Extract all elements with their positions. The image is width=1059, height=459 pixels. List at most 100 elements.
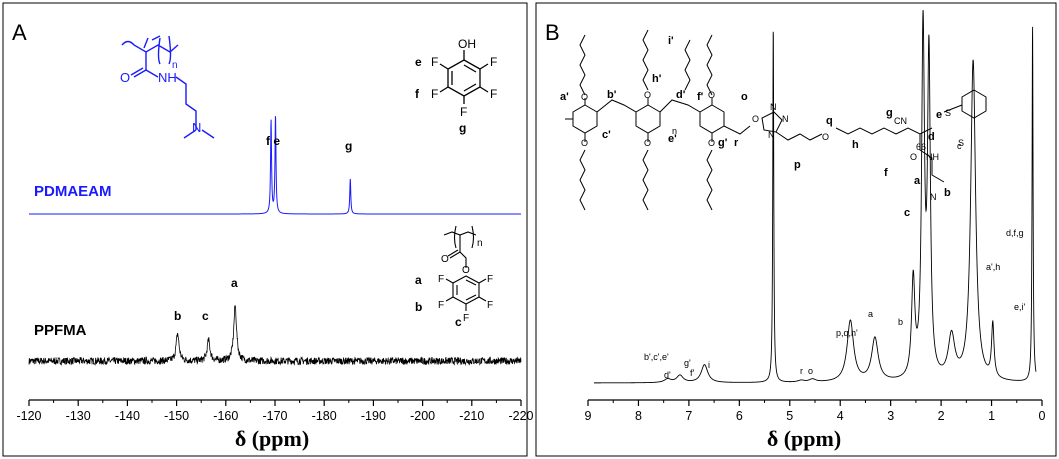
peak-label: r bbox=[800, 366, 803, 376]
x-tick-label: -150 bbox=[164, 409, 189, 423]
structure-label: f bbox=[884, 167, 888, 179]
atom: O bbox=[462, 265, 470, 276]
peak-label-fe: f e bbox=[266, 134, 280, 148]
peak-label-c: c bbox=[202, 309, 209, 323]
x-tick-label: 1 bbox=[988, 409, 995, 423]
atom: F bbox=[431, 87, 438, 101]
atom: OH bbox=[458, 37, 476, 51]
x-tick-label: -200 bbox=[410, 409, 435, 423]
x-tick-label: -220 bbox=[508, 409, 533, 423]
atom: 66 bbox=[916, 142, 926, 152]
x-tick-label: 2 bbox=[938, 409, 945, 423]
structure-label: c' bbox=[602, 129, 611, 141]
x-tick-label: 8 bbox=[635, 409, 642, 423]
pdmaeam-spectrum bbox=[29, 116, 521, 215]
peak-label: d' bbox=[664, 370, 671, 380]
atom: O bbox=[581, 92, 588, 102]
atom: F bbox=[431, 55, 438, 69]
atom: n bbox=[672, 126, 677, 136]
structure-label: d' bbox=[676, 89, 686, 101]
x-tick-label: -190 bbox=[361, 409, 386, 423]
peak-label: b',c',e' bbox=[644, 352, 669, 362]
x-tick-label: 4 bbox=[837, 409, 844, 423]
atom: O bbox=[644, 90, 651, 100]
x-tick-label: -140 bbox=[115, 409, 140, 423]
peak-label: a',h bbox=[986, 262, 1000, 272]
atom: O bbox=[644, 138, 651, 148]
copolymer-spectrum bbox=[594, 10, 1037, 384]
x-tick-label: 0 bbox=[1039, 409, 1046, 423]
x-tick-label: 9 bbox=[585, 409, 592, 423]
x-tick-label: -210 bbox=[459, 409, 484, 423]
pdmaeam-series-label: PDMAEAM bbox=[34, 183, 112, 200]
atom: N bbox=[782, 114, 789, 124]
atom: N bbox=[768, 130, 775, 140]
pdmaeam-structure bbox=[121, 35, 215, 139]
peak-label: d,f,g bbox=[1006, 228, 1024, 238]
atom: n bbox=[172, 60, 178, 71]
structure-label: f bbox=[415, 87, 420, 101]
atom: F bbox=[463, 313, 469, 324]
structure-label: h' bbox=[652, 73, 662, 85]
atom: NH bbox=[926, 152, 939, 162]
atom: F bbox=[460, 105, 467, 119]
atom: N bbox=[192, 120, 201, 135]
panel-b-x-title: δ (ppm) bbox=[767, 426, 841, 451]
structure-label: b' bbox=[607, 89, 617, 101]
structure-label: q bbox=[826, 115, 833, 127]
atom: F bbox=[438, 274, 444, 285]
panel-a-x-title: δ (ppm) bbox=[235, 426, 309, 451]
peak-label: i bbox=[708, 360, 710, 370]
peak-label: a bbox=[868, 309, 873, 319]
atom: S bbox=[958, 138, 964, 148]
panel-a-x-axis: -120-130-140-150-160-170-180-190-200-210… bbox=[16, 399, 534, 423]
atom: F bbox=[438, 300, 444, 311]
copolymer-labels: a' b' c' d' e' f' g' h' i' o p q r g h f… bbox=[560, 35, 951, 219]
atom: N bbox=[930, 192, 937, 202]
structure-label: a bbox=[415, 273, 422, 287]
peak-label: f' bbox=[690, 368, 695, 378]
structure-label: p bbox=[794, 159, 801, 171]
peak-label: e,i' bbox=[1014, 302, 1026, 312]
structure-label: o bbox=[741, 91, 748, 103]
atom: F bbox=[490, 87, 497, 101]
atom: O bbox=[581, 138, 588, 148]
x-tick-label: 3 bbox=[887, 409, 894, 423]
x-tick-label: -170 bbox=[262, 409, 287, 423]
structure-label: b bbox=[415, 300, 422, 314]
panel-b-peak-labels: b',c',e' d' g' f' i r o p,q,h' a b c a',… bbox=[644, 141, 1026, 380]
panel-b-letter: B bbox=[545, 20, 560, 45]
atom: F bbox=[487, 300, 493, 311]
ppfma-structure bbox=[443, 225, 487, 311]
structure-label: a' bbox=[560, 91, 569, 103]
structure-label: g' bbox=[718, 137, 728, 149]
peak-label: o bbox=[808, 366, 813, 376]
atom: O bbox=[708, 90, 715, 100]
atom: O bbox=[822, 132, 829, 142]
structure-label: b bbox=[944, 187, 951, 199]
peak-label-b: b bbox=[174, 309, 181, 323]
peak-label-a: a bbox=[231, 276, 238, 290]
ppfma-atoms: O O F F F F F n a b c bbox=[415, 238, 493, 329]
peak-label: g' bbox=[684, 358, 691, 368]
structure-label: g bbox=[886, 107, 893, 119]
structure-label: e bbox=[936, 109, 942, 121]
atom: F bbox=[487, 274, 493, 285]
peak-label: b bbox=[898, 317, 903, 327]
copolymer-structure bbox=[565, 29, 987, 211]
structure-label: h bbox=[852, 139, 859, 151]
structure-label: c bbox=[455, 315, 462, 329]
atom: O bbox=[910, 152, 917, 162]
peak-label-g: g bbox=[345, 139, 352, 153]
structure-label: e' bbox=[668, 133, 677, 145]
structure-label: r bbox=[734, 137, 739, 149]
x-tick-label: -130 bbox=[66, 409, 91, 423]
atom: O bbox=[752, 114, 759, 124]
atom: S bbox=[945, 108, 951, 118]
atom: F bbox=[490, 55, 497, 69]
atom: n bbox=[477, 238, 483, 249]
structure-label: i' bbox=[668, 35, 674, 47]
atom: NH bbox=[158, 70, 177, 85]
